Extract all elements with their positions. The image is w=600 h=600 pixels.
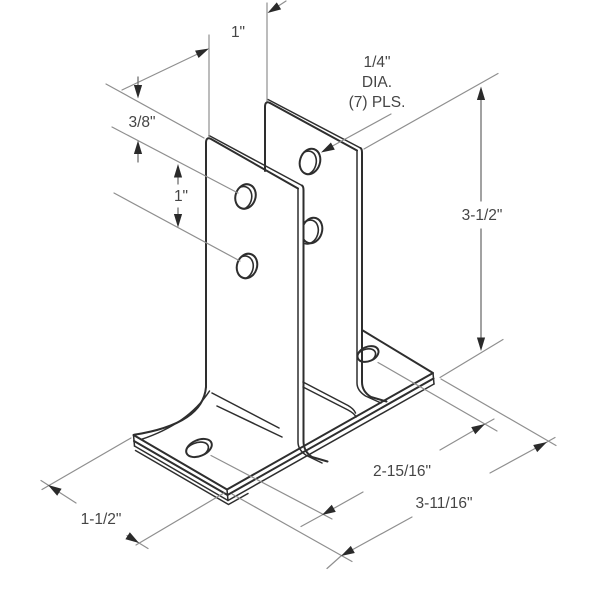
base-front-hole bbox=[183, 437, 213, 460]
hole-diameter-note: 1/4" DIA. (7) PLS. bbox=[319, 52, 408, 157]
base-corner-caps bbox=[132, 372, 435, 502]
dimension-base-width: 1-1/2" bbox=[40, 437, 225, 550]
left-ear-bend-tangent-upper bbox=[211, 392, 280, 429]
base-thickness-line-2 bbox=[133, 383, 435, 502]
left-ear-plate bbox=[133, 134, 329, 464]
dimension-hole-spacing: 1" bbox=[113, 164, 241, 262]
note-line-1: 1/4" bbox=[363, 54, 390, 71]
dim-label-hole-spacing: 1" bbox=[174, 188, 188, 205]
dim-label-base-length: 3-11/16" bbox=[416, 495, 473, 512]
dimension-ear-height: 3-1/2" bbox=[363, 72, 505, 379]
left-ear-bottom-bend-inner bbox=[140, 390, 211, 441]
dimension-top-gap: 1" bbox=[121, 0, 287, 138]
left-ear-bend-tangent-lower bbox=[216, 405, 283, 438]
right-ear-top-front-edge bbox=[269, 102, 358, 152]
left-ear-hole-top bbox=[232, 183, 257, 211]
right-ear-right-edge-inner bbox=[356, 149, 382, 404]
left-ear-left-edge-and-top bbox=[205, 137, 299, 388]
left-ear-hole-bottom bbox=[233, 252, 259, 280]
left-ear-bottom-bend-outer bbox=[133, 386, 207, 436]
right-ear-hole-top bbox=[296, 147, 322, 176]
right-ear-bend-tangent-lower bbox=[302, 386, 357, 418]
base-thickness-line-3 bbox=[134, 449, 249, 506]
right-ear-plate bbox=[264, 98, 388, 418]
right-ear-top-back-edge bbox=[267, 98, 362, 149]
left-ear-top-back-edge bbox=[208, 134, 303, 187]
base-top-face-outline bbox=[132, 329, 434, 491]
dimension-base-length: 3-11/16" bbox=[231, 378, 557, 570]
right-ear-hole-middle bbox=[303, 216, 324, 245]
dim-label-base-width: 1-1/2" bbox=[81, 511, 122, 528]
left-ear-right-edge-inner bbox=[297, 187, 323, 464]
right-ear-left-edge bbox=[264, 101, 271, 172]
base-right-hole bbox=[355, 345, 380, 365]
left-ear-right-edge-outer bbox=[301, 184, 329, 463]
dim-label-edge-offset: 3/8" bbox=[128, 114, 155, 131]
right-ear-right-edge-outer bbox=[359, 147, 388, 403]
dimension-edge-offset: 3/8" bbox=[105, 76, 239, 194]
dim-label-base-hole-spacing: 2-15/16" bbox=[373, 463, 431, 480]
dim-label-top-gap: 1" bbox=[231, 24, 245, 41]
dim-label-ear-height: 3-1/2" bbox=[462, 207, 503, 224]
note-line-3: (7) PLS. bbox=[349, 94, 406, 111]
dimension-base-hole-spacing: 2-15/16" bbox=[210, 361, 498, 528]
right-ear-bend-tangent-upper bbox=[302, 381, 357, 414]
note-line-2: DIA. bbox=[362, 74, 392, 91]
